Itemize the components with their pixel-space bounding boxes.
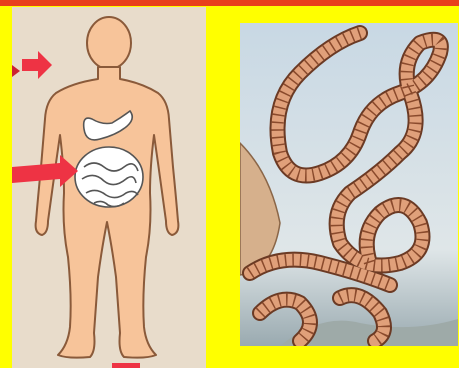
- human-body-panel: [12, 7, 206, 368]
- tapeworm-panel: [240, 23, 458, 346]
- top-accent-bar: [0, 0, 459, 6]
- arrow-bottom: [112, 363, 140, 368]
- tapeworm-illustration: [240, 23, 458, 346]
- human-body-illustration: [12, 7, 206, 368]
